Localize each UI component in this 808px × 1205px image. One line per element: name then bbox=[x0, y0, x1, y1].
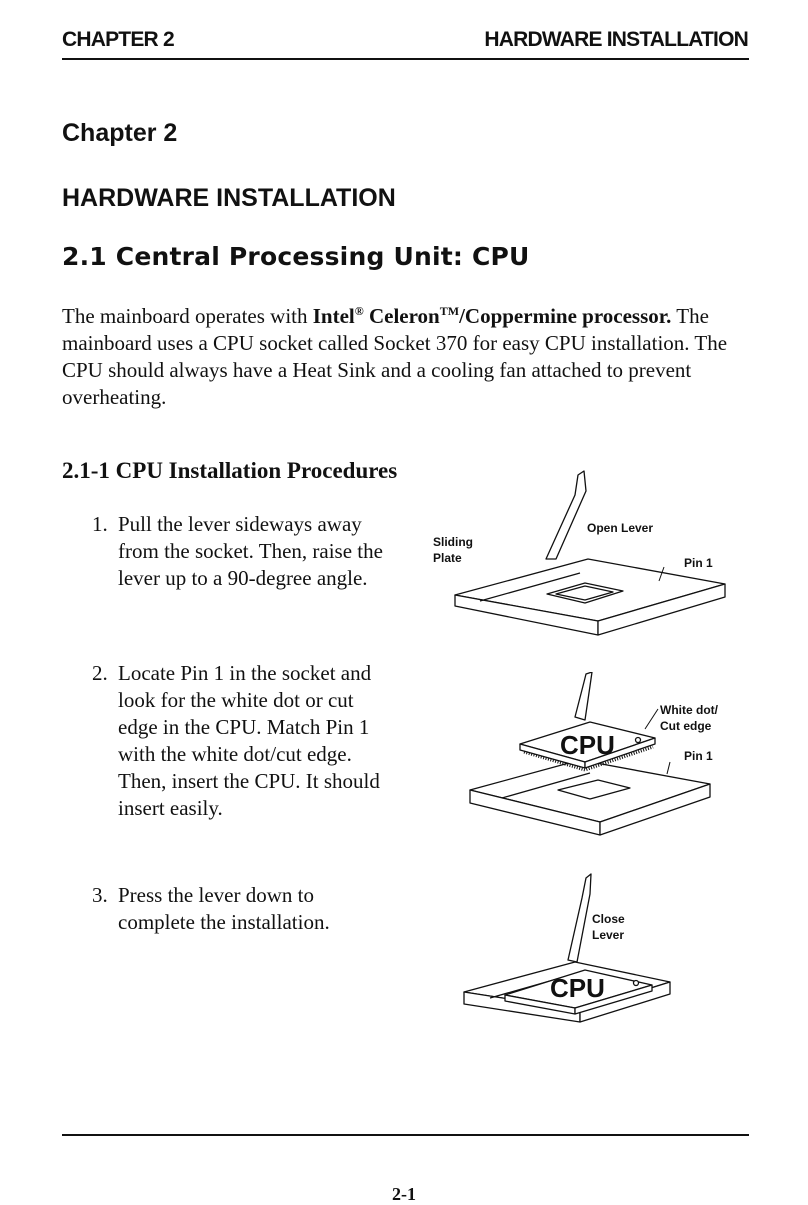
step-text: Locate Pin 1 in the socket and look for … bbox=[118, 661, 380, 820]
step-text: Pull the lever sideways away from the so… bbox=[118, 512, 383, 590]
intro-paragraph: The mainboard operates with Intel® Celer… bbox=[62, 303, 752, 411]
pin1-pointer bbox=[658, 566, 665, 582]
figure-close-lever: CPU Close Lever bbox=[463, 873, 671, 1023]
socket-open-illustration bbox=[454, 470, 726, 636]
header-rule bbox=[62, 58, 749, 60]
label-pin1: Pin 1 bbox=[684, 556, 713, 570]
running-header-chapter: CHAPTER 2 bbox=[62, 28, 175, 51]
label-cut-edge: Cut edge bbox=[660, 719, 712, 733]
label-close: Close bbox=[592, 912, 625, 926]
label-sliding: Sliding bbox=[433, 535, 473, 549]
figure-insert-cpu: CPU White dot/ Cut edge Pin 1 bbox=[469, 672, 719, 836]
step-number: 1. bbox=[92, 512, 108, 536]
registered-mark: ® bbox=[354, 304, 364, 318]
intro-coppermine: /Coppermine processor. bbox=[459, 304, 672, 328]
label-plate: Plate bbox=[433, 551, 462, 565]
trademark-mark: TM bbox=[439, 304, 460, 318]
subsection-title: 2.1-1 CPU Installation Procedures bbox=[62, 458, 398, 483]
white-dot-pointer bbox=[644, 708, 659, 730]
hardware-installation-title: HARDWARE INSTALLATION bbox=[62, 184, 396, 212]
chapter-title: Chapter 2 bbox=[62, 119, 178, 147]
step-number: 2. bbox=[92, 661, 108, 685]
label-open-lever: Open Lever bbox=[587, 521, 653, 535]
step-1: 1. Pull the lever sideways away from the… bbox=[92, 511, 392, 592]
socket-closed-illustration bbox=[463, 873, 671, 1023]
step-number: 3. bbox=[92, 883, 108, 907]
cpu-insert-illustration bbox=[469, 672, 711, 836]
section-title: 2.1 Central Processing Unit: CPU bbox=[62, 242, 530, 271]
footer-rule bbox=[62, 1134, 749, 1136]
pin1-pointer bbox=[666, 761, 671, 775]
intro-text-2: The mainboard uses a CPU socket called S… bbox=[62, 304, 728, 409]
step-text: Press the lever down to complete the ins… bbox=[118, 883, 330, 934]
step-2: 2. Locate Pin 1 in the socket and look f… bbox=[92, 660, 392, 822]
label-lever: Lever bbox=[592, 928, 624, 942]
cpu-label: CPU bbox=[560, 730, 615, 760]
intro-text-1: The mainboard operates with bbox=[62, 304, 313, 328]
label-white-dot: White dot/ bbox=[660, 703, 719, 717]
intro-intel: Intel bbox=[312, 304, 355, 328]
cpu-label: CPU bbox=[550, 973, 605, 1003]
intro-bold: Intel® CeleronTM/Coppermine processor. bbox=[313, 304, 672, 328]
step-3: 3. Press the lever down to complete the … bbox=[92, 882, 392, 936]
figure-open-lever: Sliding Plate Open Lever Pin 1 bbox=[433, 470, 726, 636]
intro-celeron: Celeron bbox=[363, 304, 440, 328]
running-header-title: HARDWARE INSTALLATION bbox=[484, 28, 748, 51]
label-pin1: Pin 1 bbox=[684, 749, 713, 763]
page-number: 2-1 bbox=[392, 1184, 416, 1204]
